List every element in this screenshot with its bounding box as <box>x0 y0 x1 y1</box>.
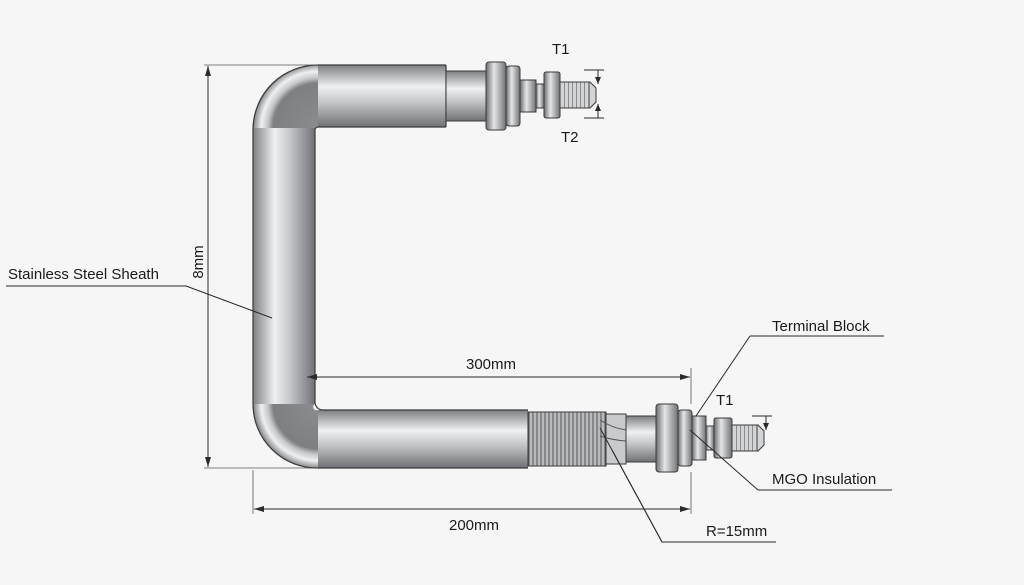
thread-dimension-top <box>584 69 604 119</box>
label-200mm: 200mm <box>449 517 499 534</box>
dimension-200 <box>252 470 692 514</box>
dimension-300 <box>307 368 692 404</box>
label-stainless-steel-sheath: Stainless Steel Sheath <box>8 266 159 283</box>
label-terminal-block: Terminal Block <box>772 318 870 335</box>
label-t1-bottom: T1 <box>716 392 734 409</box>
label-300mm: 300mm <box>466 356 516 373</box>
label-height: 8mm <box>190 245 207 278</box>
top-terminal-assembly <box>445 61 597 131</box>
bottom-terminal-assembly <box>527 403 765 473</box>
leader-radius <box>599 427 776 543</box>
label-t2-top: T2 <box>561 129 579 146</box>
stainless-steel-sheath-tube <box>252 64 528 469</box>
height-dimension <box>204 64 318 469</box>
leader-mgo-insulation <box>689 429 892 491</box>
leader-sheath <box>6 285 273 319</box>
label-radius: R=15mm <box>706 523 767 540</box>
leader-terminal-block <box>695 335 884 417</box>
label-mgo-insulation: MGO Insulation <box>772 471 876 488</box>
label-t1-top: T1 <box>552 41 570 58</box>
thread-dimension-bottom <box>752 415 772 430</box>
